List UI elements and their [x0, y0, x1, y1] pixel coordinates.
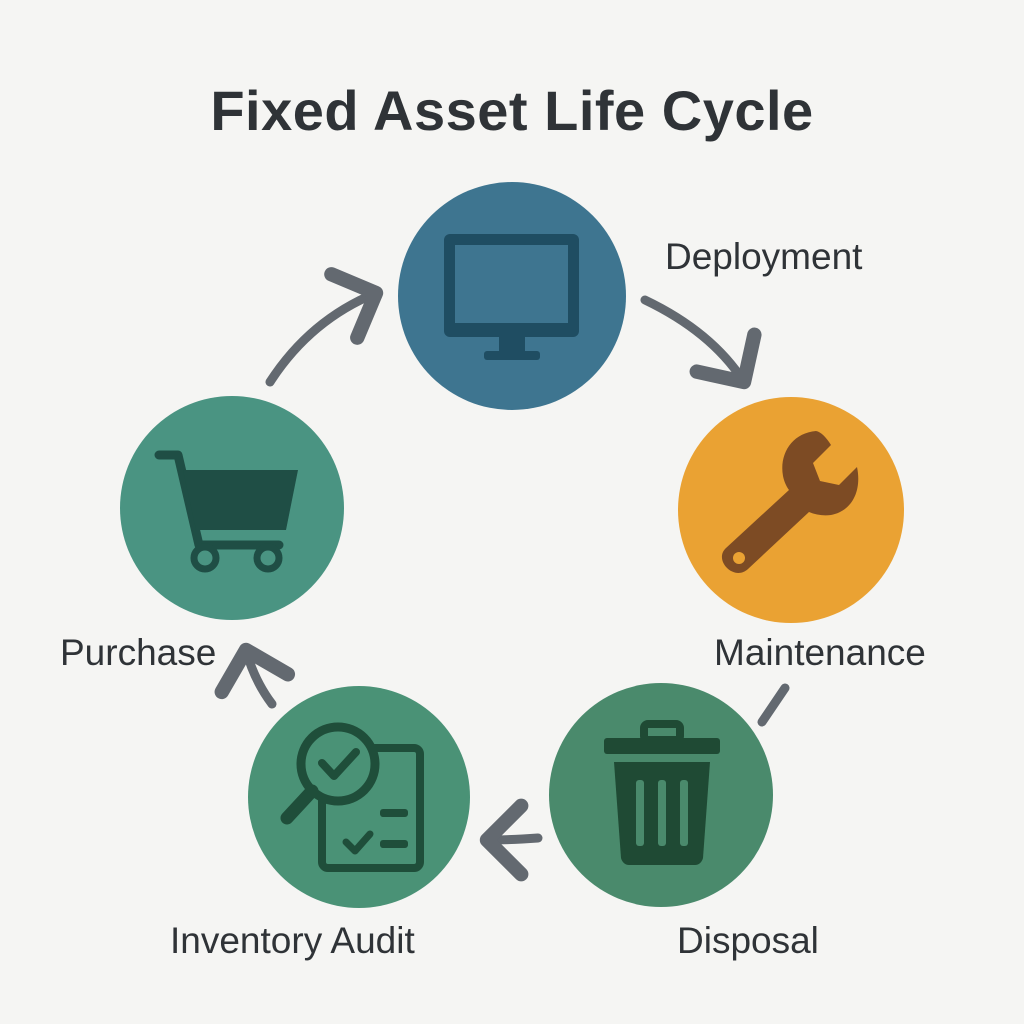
stage-label-purchase: Purchase: [60, 632, 217, 673]
stage-label-maintenance: Maintenance: [714, 632, 926, 673]
wrench-icon: [721, 431, 859, 573]
stage-label-disposal: Disposal: [677, 920, 819, 961]
diagram-title: Fixed Asset Life Cycle: [210, 79, 814, 142]
stage-node-maintenance: [678, 397, 904, 623]
stage-node-purchase: [120, 396, 344, 620]
arrow-disposal-to-inventory: [479, 798, 543, 882]
stage-label-inventory-audit: Inventory Audit: [170, 920, 415, 961]
arrow-deployment-to-maintenance: [640, 295, 762, 390]
arrow-purchase-to-deployment: [265, 267, 384, 387]
shopping-cart-icon: [154, 450, 298, 573]
arrow-inventory-to-purchase: [214, 642, 296, 709]
stage-node-disposal: [549, 683, 773, 907]
stage-node-inventory-audit: [248, 686, 470, 908]
arrow-maintenance-to-disposal: [757, 683, 790, 727]
stage-label-deployment: Deployment: [665, 236, 863, 277]
magnifier-checklist-icon: [280, 722, 424, 872]
trash-can-icon: [604, 720, 720, 865]
monitor-icon: [444, 234, 579, 360]
stage-node-deployment: [398, 182, 626, 410]
